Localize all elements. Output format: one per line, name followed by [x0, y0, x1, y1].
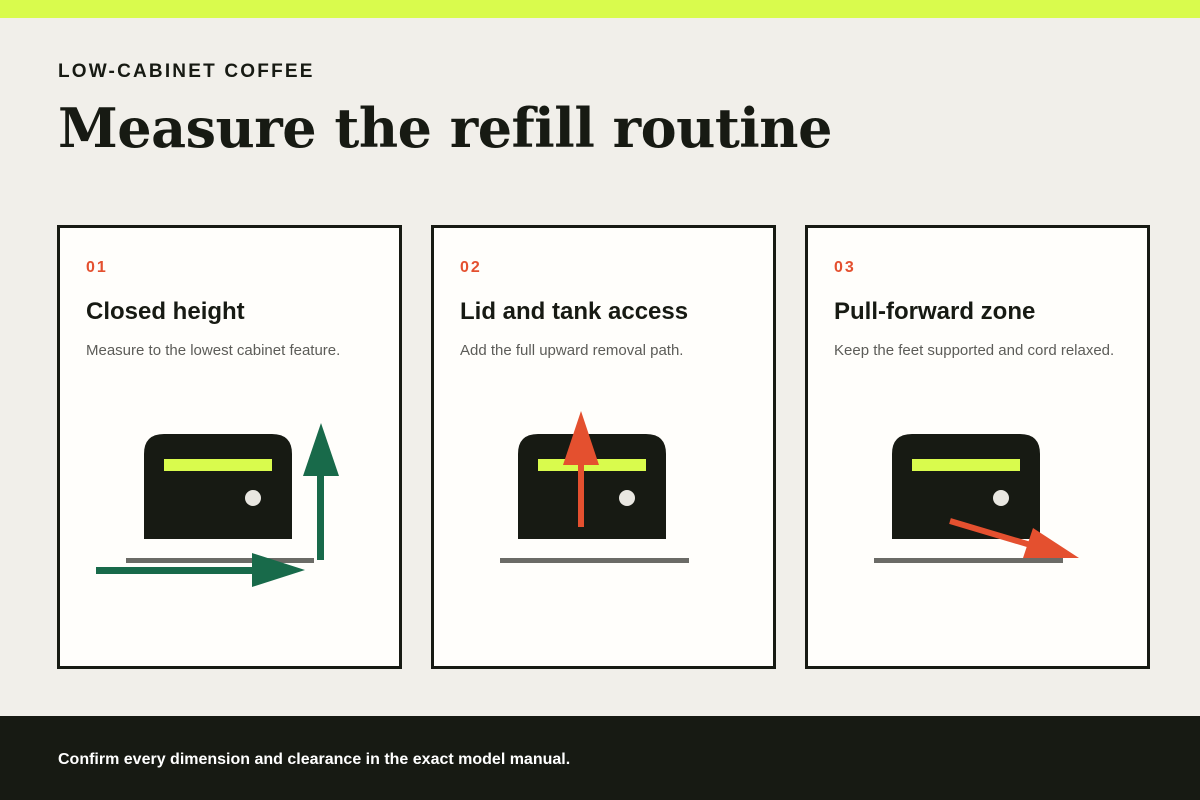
footer-note: Confirm every dimension and clearance in…	[58, 751, 571, 768]
top-accent-bar	[0, 0, 1200, 18]
step-description: Add the full upward removal path.	[460, 342, 684, 359]
eyebrow-label: LOW-CABINET COFFEE	[58, 61, 315, 82]
water-level-window	[164, 459, 272, 471]
pull-forward-illustration	[874, 434, 1079, 563]
power-button-icon	[993, 490, 1009, 506]
width-arrow-shaft	[96, 567, 276, 574]
water-level-window	[912, 459, 1020, 471]
step-description: Measure to the lowest cabinet feature.	[86, 342, 341, 359]
upward-arrow-shaft	[578, 456, 584, 527]
step-number: 02	[460, 259, 482, 276]
height-arrow-head	[303, 423, 339, 476]
counter-shelf-line	[500, 558, 689, 563]
closed-height-illustration	[96, 423, 339, 587]
power-button-icon	[619, 490, 635, 506]
page-title: Measure the refill routine	[58, 96, 832, 160]
step-number: 03	[834, 259, 856, 276]
height-arrow-shaft	[317, 468, 324, 560]
step-title: Pull-forward zone	[834, 298, 1036, 325]
counter-shelf-line	[126, 558, 314, 563]
step-title: Closed height	[86, 298, 245, 325]
footer-bar: Confirm every dimension and clearance in…	[0, 716, 1200, 800]
counter-shelf-line	[874, 558, 1063, 563]
step-description: Keep the feet supported and cord relaxed…	[834, 342, 1115, 359]
coffee-machine-icon	[144, 434, 292, 539]
forward-arrow-head	[1023, 528, 1079, 558]
step-card-pull-forward-zone: 03 Pull-forward zone Keep the feet suppo…	[805, 225, 1150, 669]
width-arrow-head	[252, 553, 305, 587]
step-title: Lid and tank access	[460, 298, 689, 325]
step-card-lid-tank-access: 02 Lid and tank access Add the full upwa…	[431, 225, 776, 669]
lid-access-illustration	[500, 411, 689, 563]
step-card-closed-height: 01 Closed height Measure to the lowest c…	[57, 225, 402, 669]
step-number: 01	[86, 259, 108, 276]
power-button-icon	[245, 490, 261, 506]
upward-arrow-head	[563, 411, 599, 465]
